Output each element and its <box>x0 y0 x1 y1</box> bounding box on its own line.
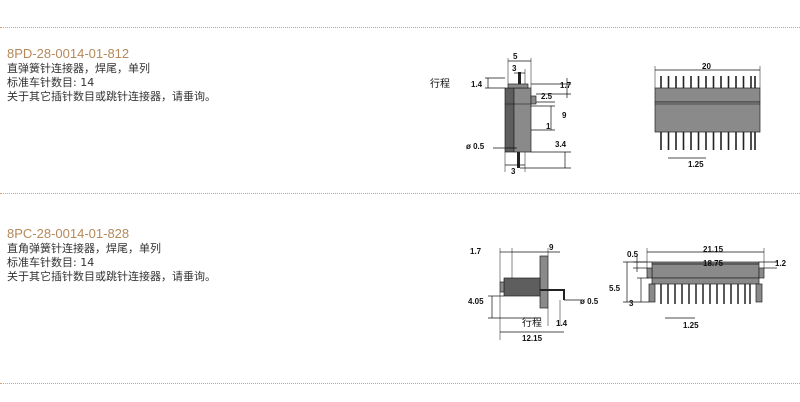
dim-20: 20 <box>702 62 711 71</box>
dim-5: 5 <box>513 52 518 61</box>
dim-1-2: 1.2 <box>775 259 787 268</box>
dim-1-7: 1.7 <box>470 247 482 256</box>
dim-1-25: 1.25 <box>683 321 699 330</box>
product-2-description: 直角弹簧针连接器，焊尾，单列 <box>7 242 161 255</box>
pin-count-value: 14 <box>80 256 95 269</box>
dim-1-4: 1.4 <box>556 319 568 328</box>
product-2-inquiry: 关于其它插针数目或跳针连接器，请垂询。 <box>7 270 216 283</box>
dim-18-75: 18.75 <box>703 259 724 268</box>
dim-3-4: 3.4 <box>555 140 567 149</box>
dim-2-5: 2.5 <box>541 92 553 101</box>
dim-0-5: 0.5 <box>627 250 639 259</box>
dim-1: 1 <box>546 122 551 131</box>
dim-4-05: 4.05 <box>468 297 484 306</box>
product-1-code: 8PD-28-0014-01-812 <box>7 46 130 61</box>
product-1-info: 8PD-28-0014-01-812 直弹簧针连接器，焊尾，单列 标准车针数目:… <box>7 46 216 104</box>
dim-9: 9 <box>549 243 554 252</box>
dim-5-5: 5.5 <box>609 284 621 293</box>
product-1-description: 直弹簧针连接器，焊尾，单列 <box>7 62 150 75</box>
dim-21-15: 21.15 <box>703 245 724 254</box>
product-1-pin-count: 标准车针数目: 14 <box>7 76 95 89</box>
divider-top <box>0 27 800 28</box>
pin-count-value: 14 <box>80 76 95 89</box>
divider-bottom <box>0 383 800 384</box>
stroke-label: 行程 <box>430 77 450 90</box>
dim-3: 3 <box>629 299 634 308</box>
dim-1-4: 1.4 <box>471 80 483 89</box>
product-1-side-view-drawing: 5 3 行程 1.4 1.7 2.5 9 1 ø 0.5 3.4 3 <box>430 52 572 176</box>
dim-diameter-0-5: ø 0.5 <box>466 142 485 151</box>
product-1-inquiry: 关于其它插针数目或跳针连接器，请垂询。 <box>7 90 216 103</box>
product-2-code: 8PC-28-0014-01-828 <box>7 226 130 241</box>
product-2-info: 8PC-28-0014-01-828 直角弹簧针连接器，焊尾，单列 标准车针数目… <box>7 226 216 284</box>
stroke-label: 行程 <box>522 316 542 329</box>
dim-diameter-0-5: ø 0.5 <box>580 297 599 306</box>
pin-count-label: 标准车针数目 <box>7 256 73 269</box>
dim-1-25: 1.25 <box>688 160 704 169</box>
dim-1-7: 1.7 <box>560 81 572 90</box>
dim-3-bottom: 3 <box>511 167 516 176</box>
dim-9: 9 <box>562 111 567 120</box>
product-2-front-view-drawing: 21.15 18.75 0.5 1.2 5.5 3 1.25 <box>609 245 787 330</box>
divider-middle <box>0 193 800 194</box>
dim-12-15: 12.15 <box>522 334 543 343</box>
product-2-side-view-drawing: 1.7 9 4.05 ø 0.5 行程 1.4 12.15 <box>468 243 599 343</box>
pin-count-label: 标准车针数目 <box>7 76 73 89</box>
product-1-front-view-drawing: 20 1.25 <box>654 62 761 169</box>
product-2-pin-count: 标准车针数目: 14 <box>7 256 95 269</box>
dim-3-top: 3 <box>512 64 517 73</box>
